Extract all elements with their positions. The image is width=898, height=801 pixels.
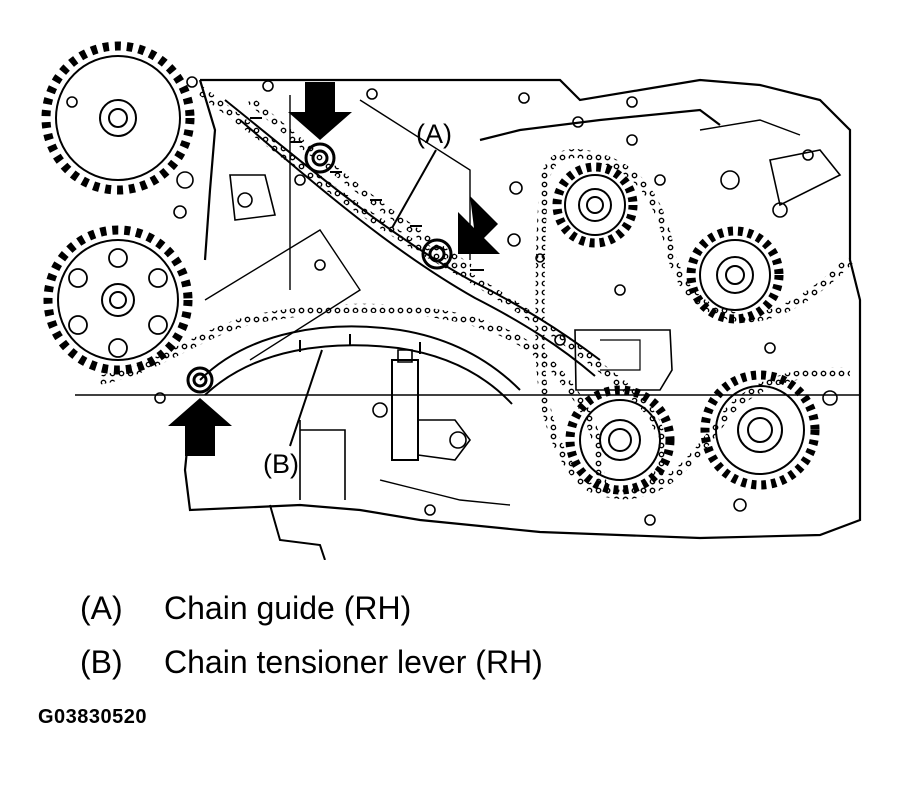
- bolt-guide-lower: [421, 238, 453, 270]
- bolt-holes: [66, 76, 838, 526]
- callout-leaders: [289, 149, 437, 447]
- guide-bolts: [186, 142, 453, 394]
- arrow-up-icon: [168, 398, 232, 456]
- callout-a: (A): [416, 119, 452, 149]
- sprocket-left: [43, 225, 193, 375]
- legend-text: Chain guide (RH): [164, 590, 412, 626]
- timing-chain-diagram: (A) (B): [41, 41, 862, 560]
- callout-b: (B): [263, 449, 299, 479]
- legend-item-b: (B) Chain tensioner lever (RH): [80, 642, 543, 682]
- figure-id: G03830520: [38, 706, 148, 728]
- pointer-arrows: [168, 82, 500, 456]
- bolt-tensioner-lever: [186, 366, 214, 394]
- legend-text: Chain tensioner lever (RH): [164, 644, 543, 680]
- arrow-down-icon: [288, 82, 352, 140]
- sprocket-right: [686, 226, 784, 324]
- bolt-guide-upper: [304, 142, 336, 174]
- legend-key: (B): [80, 644, 123, 680]
- gears: [41, 41, 820, 495]
- arrow-down-left-icon: [458, 196, 500, 254]
- sprocket-upper-right: [552, 162, 638, 248]
- legend-item-a: (A) Chain guide (RH): [80, 588, 411, 628]
- legend-key: (A): [80, 590, 123, 626]
- sprocket-top-left: [41, 41, 195, 195]
- chain-tensioner-lever-b: [199, 325, 521, 405]
